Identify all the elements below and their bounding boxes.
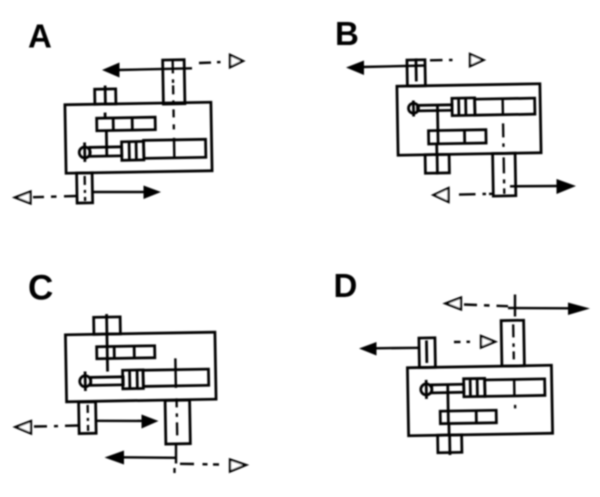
svg-text:C: C [28,269,53,308]
svg-text:A: A [28,18,52,55]
svg-text:D: D [334,267,358,304]
svg-text:B: B [335,15,359,52]
